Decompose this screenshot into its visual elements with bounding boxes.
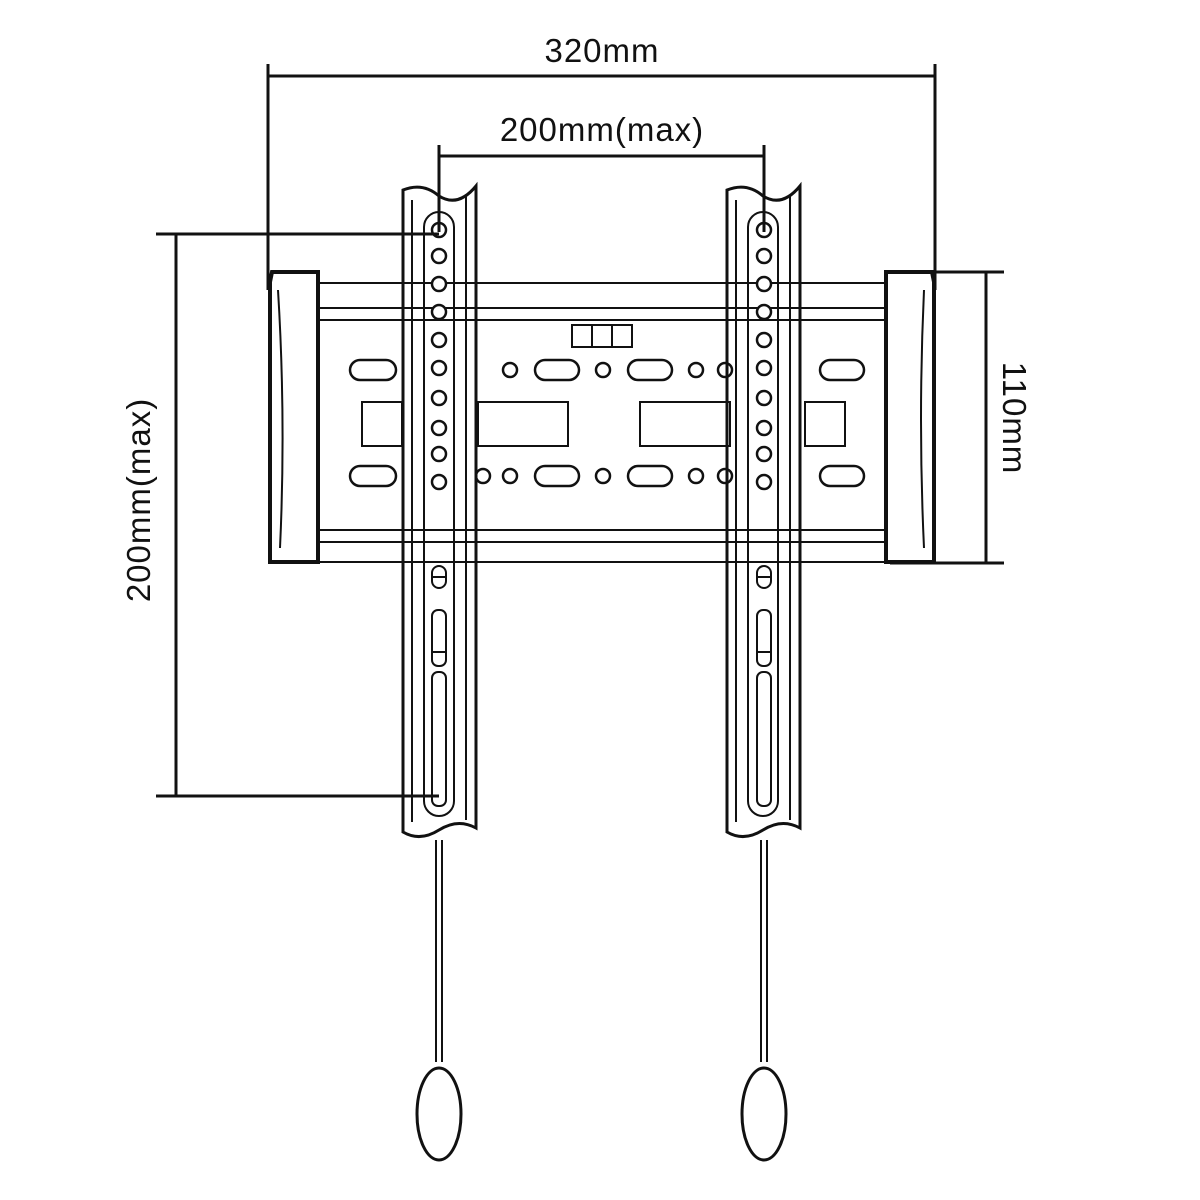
- left-bracket-holes: [430, 221, 448, 491]
- hole-spacing-vertical-label: 200mm(max): [120, 398, 157, 602]
- dimension-plate-height: 110mm: [890, 270, 1033, 565]
- center-cutouts: [361, 401, 846, 447]
- right-end-cap: [884, 270, 936, 564]
- dimension-hole-spacing-horizontal: 200mm(max): [437, 111, 766, 232]
- left-end-cap: [268, 270, 320, 564]
- left-safety-cord: [415, 840, 463, 1162]
- level-indicator: [571, 324, 633, 348]
- wall-plate: [268, 270, 936, 564]
- dimension-hole-spacing-vertical: 200mm(max): [120, 232, 439, 798]
- lower-hole-row: [348, 464, 866, 488]
- right-bracket-holes: [755, 221, 773, 491]
- upper-hole-row: [348, 358, 866, 382]
- left-bracket: [401, 181, 478, 1162]
- dimension-overall-width: 320mm: [266, 32, 937, 290]
- right-safety-cord: [740, 840, 788, 1162]
- hole-spacing-horizontal-label: 200mm(max): [500, 111, 704, 148]
- overall-width-label: 320mm: [544, 32, 659, 69]
- right-bracket: [725, 181, 802, 1162]
- plate-height-label: 110mm: [996, 362, 1033, 475]
